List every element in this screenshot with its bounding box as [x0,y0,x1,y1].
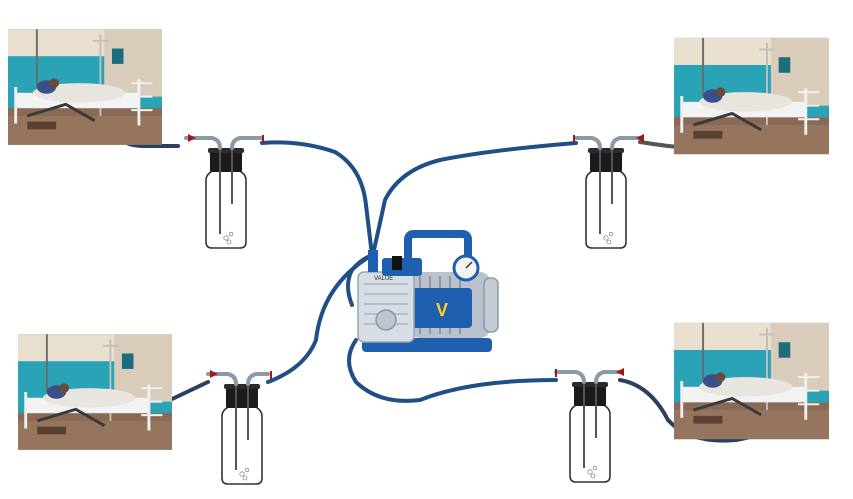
flow-arrow-icon [210,370,218,378]
vacuum-pump: V VALUE [357,230,499,352]
flow-arrow-icon [573,135,575,143]
collection-bottle-bottom-right [569,379,611,483]
flow-arrow-icon [636,134,644,142]
patient-photo-top-left [8,29,162,145]
patient-photo-bottom-left [18,334,172,450]
flow-arrow-icon [555,369,557,377]
collection-bottle-top-left [205,145,247,249]
vacuum-line-bottom-right [347,338,558,403]
vacuum-line-bottom-left [266,253,374,384]
flow-arrow-icon [270,371,272,379]
flow-arrows [188,134,644,379]
patient-photo-bottom-right [674,323,829,439]
collection-bottle-bottom-left [221,381,263,485]
bubble-icon [223,231,614,481]
flow-arrow-icon [262,135,264,143]
pump-badge: V [436,300,448,320]
pump-manifold-tube [346,253,374,307]
patient-photo-top-right [674,38,829,154]
vacuum-line-top-right [372,141,578,252]
collection-bottle-top-right [585,145,627,249]
vacuum-line-top-left [260,140,374,257]
pump-brand-label: VALUE [374,276,393,282]
flow-arrow-icon [188,134,196,142]
flow-arrow-icon [616,368,624,376]
